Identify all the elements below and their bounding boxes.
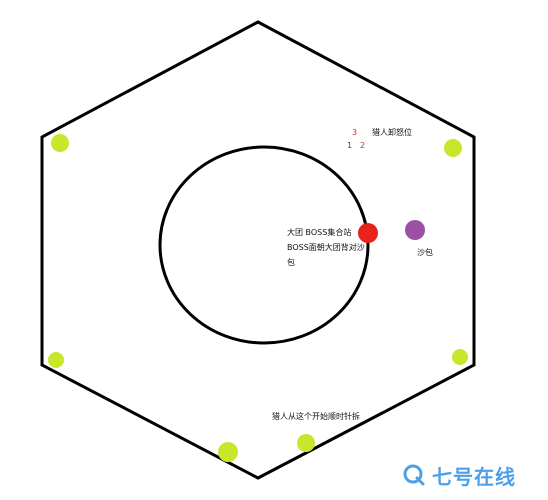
hunter-number-2: 2: [360, 141, 366, 150]
pillar-marker-bottom-right: [297, 434, 315, 452]
boss-tank-label-line2: 包: [287, 258, 295, 267]
pillar-marker-right-top: [444, 139, 462, 157]
hexagon-arena-outline: [40, 20, 476, 480]
pillar-marker-right-bottom: [452, 349, 468, 365]
hunter-position-label: 猎人卸怒位: [372, 128, 412, 137]
boss-gather-label: 大团 BOSS集合站: [287, 228, 352, 237]
pillar-marker-bottom-left: [218, 442, 238, 462]
sandbag-label: 沙包: [417, 248, 433, 257]
watermark: 七号在线: [402, 460, 516, 490]
pillar-marker-left-bottom: [48, 352, 64, 368]
hunter-number-1: 1: [347, 141, 353, 150]
sandbag-marker: [405, 220, 425, 240]
hunter-number-3: 3: [352, 128, 358, 137]
pillar-marker-left-top: [51, 134, 69, 152]
boss-tank-label-line1: BOSS面朝大团背对沙: [287, 243, 365, 252]
watermark-text: 七号在线: [432, 464, 516, 489]
q-logo-icon: [403, 464, 425, 486]
hunter-path-label: 猎人从这个开始顺时针拆: [272, 412, 360, 421]
boss-marker: [358, 223, 378, 243]
inner-circle: [158, 145, 370, 345]
